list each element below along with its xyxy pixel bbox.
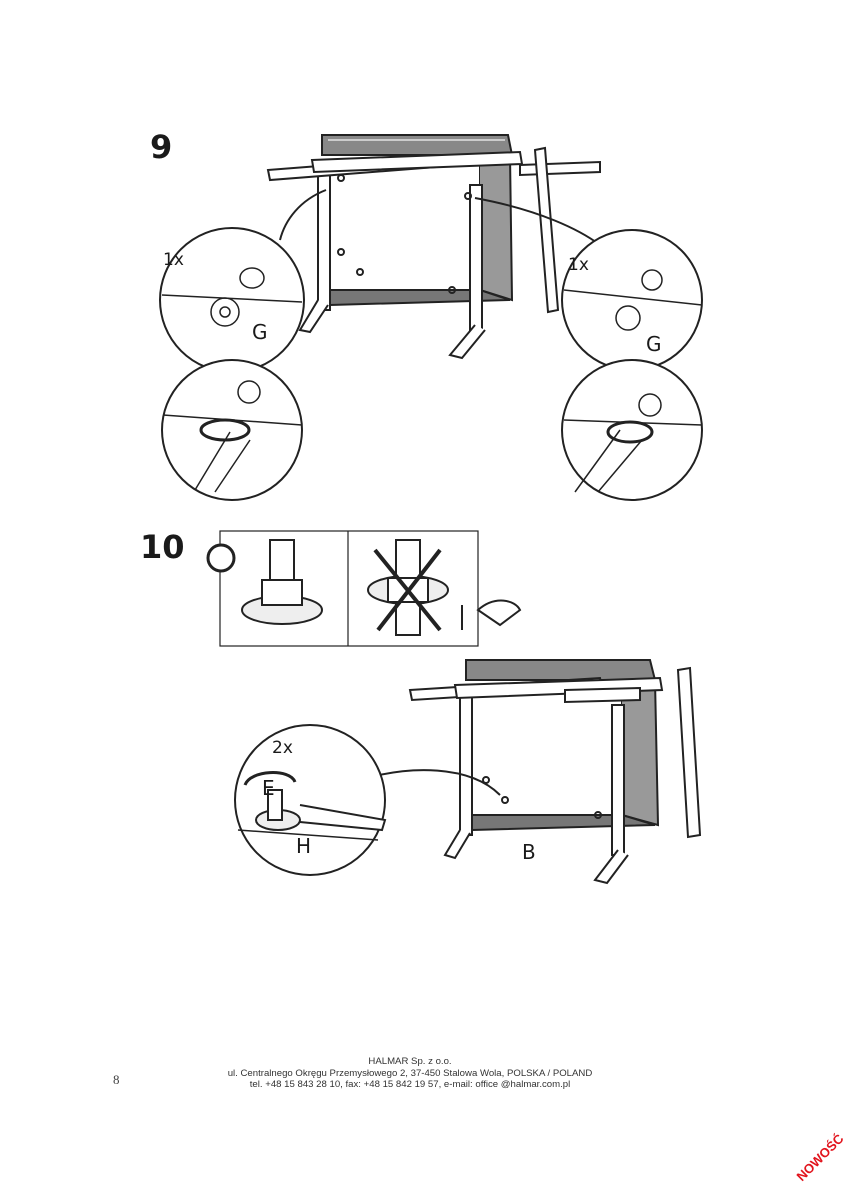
part-label-e: E: [262, 776, 275, 800]
step-number-10: 10: [140, 528, 185, 566]
step-number-9: 9: [150, 128, 173, 166]
part-label-b: B: [522, 840, 536, 864]
callout-count-left: 1x: [163, 250, 184, 270]
callout-circle-step10: [234, 724, 387, 876]
footer-address: ul. Centralnego Okręgu Przemysłowego 2, …: [227, 1067, 593, 1079]
footer: HALMAR Sp. z o.o. ul. Centralnego Okręgu…: [170, 1056, 650, 1091]
callout-count-right: 1x: [568, 255, 589, 275]
footer-contact: tel. +48 15 843 28 10, fax: +48 15 842 1…: [249, 1079, 571, 1090]
info-box: [206, 530, 522, 647]
chair-step10: [359, 659, 702, 885]
callout-count-step10: 2x: [272, 738, 293, 758]
part-label-g-left: G: [252, 320, 268, 344]
info-icon: [206, 543, 236, 573]
footer-company: HALMAR Sp. z o.o.: [368, 1056, 452, 1067]
part-label-g-right: G: [646, 332, 662, 356]
page-number: 8: [113, 1072, 120, 1087]
chair-step9: [266, 134, 601, 360]
part-label-h: H: [296, 834, 312, 858]
